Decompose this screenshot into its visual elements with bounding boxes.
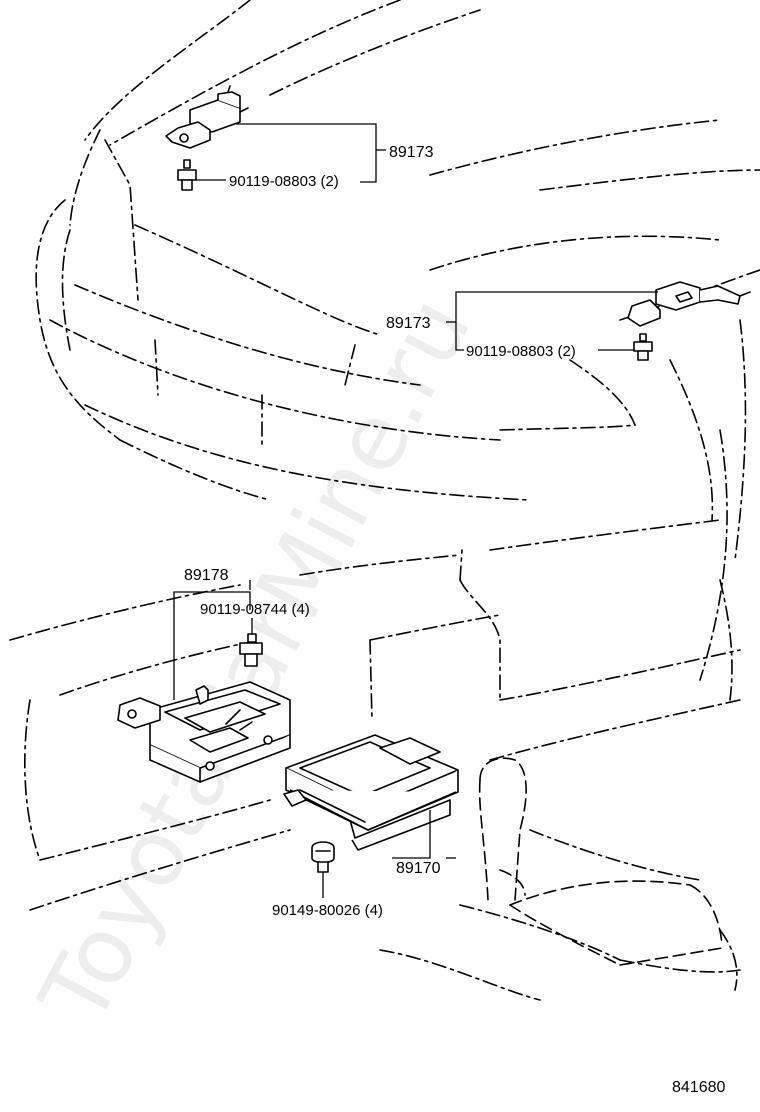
screw-icon [311,841,335,873]
ecu-bracket [117,681,291,783]
label-bolt-right: 90119-08803 (2) [466,343,576,360]
label-screw-ecu: 90149-80026 (4) [272,902,383,919]
label-89173-right: 89173 [386,315,431,332]
label-89173-upper: 89173 [389,144,434,161]
interior-outline [9,519,741,1001]
label-bolt-bracket: 90119-08744 (4) [200,601,310,618]
bolt-icon [239,633,263,667]
airbag-ecu [283,734,459,851]
bolt-icon [633,333,653,361]
front-airbag-sensor-upper [165,85,249,149]
shift-lever-outline [478,757,527,901]
label-89178: 89178 [184,567,229,584]
label-bolt-upper: 90119-08803 (2) [229,173,339,190]
front-airbag-sensor-right [627,281,751,327]
figure-number: 841680 [672,1079,725,1096]
car-front-outline [35,0,760,681]
console-tray-outline [509,880,723,966]
label-89170: 89170 [396,860,441,877]
bolt-icon [177,159,197,191]
